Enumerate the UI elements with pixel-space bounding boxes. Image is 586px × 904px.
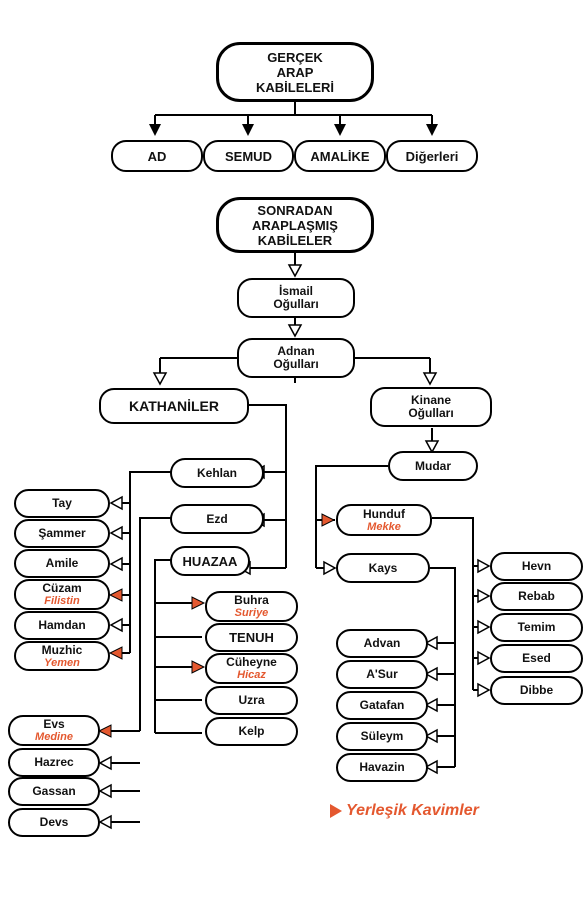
dibbe-node: Dibbe xyxy=(490,676,583,705)
sonradan-araplasmis-label: SONRADAN ARAPLAŞMIŞ KABİLELER xyxy=(252,202,338,248)
semud-node: SEMUD xyxy=(203,140,294,172)
hazrec-node: Hazrec xyxy=(8,748,100,777)
hamdan-label: Hamdan xyxy=(38,618,86,632)
legend: Yerleşik Kavimler xyxy=(330,802,479,820)
hevn-node: Hevn xyxy=(490,552,583,581)
kathaniler-label: KATHANİLER xyxy=(129,397,219,414)
evs-node: Evs Medine xyxy=(8,715,100,746)
hunduf-label: Hunduf xyxy=(363,506,405,521)
esed-label: Esed xyxy=(522,651,551,665)
cuheyne-label: Cüheyne xyxy=(226,655,277,669)
cuzam-label: Cüzam xyxy=(42,581,82,595)
legend-triangle-icon xyxy=(330,804,342,818)
sammer-label: Şammer xyxy=(38,526,86,540)
cuheyne-place-label: Hicaz xyxy=(237,669,266,681)
gatafan-label: Gatafan xyxy=(359,698,405,712)
uzra-node: Uzra xyxy=(205,686,298,715)
cuheyne-node: Cüheyne Hicaz xyxy=(205,653,298,684)
buhra-node: Buhra Suriye xyxy=(205,591,298,622)
tenuh-node: TENUH xyxy=(205,623,298,652)
adnan-ogullari-label: Adnan Oğulları xyxy=(273,344,319,371)
hunduf-node: Hunduf Mekke xyxy=(336,504,432,536)
rebab-node: Rebab xyxy=(490,582,583,611)
ad-label: AD xyxy=(147,148,167,164)
suleym-node: Süleym xyxy=(336,722,428,751)
hevn-label: Hevn xyxy=(521,559,552,573)
amile-label: Amile xyxy=(45,556,79,570)
kelp-node: Kelp xyxy=(205,717,298,746)
muzhic-place-label: Yemen xyxy=(44,656,80,669)
havazin-node: Havazin xyxy=(336,753,428,782)
gassan-label: Gassan xyxy=(32,784,76,798)
amile-node: Amile xyxy=(14,549,110,578)
semud-label: SEMUD xyxy=(225,148,272,164)
cuzam-node: Cüzam Filistin xyxy=(14,579,110,610)
devs-node: Devs xyxy=(8,808,100,837)
buhra-place-label: Suriye xyxy=(234,607,269,619)
ezd-node: Ezd xyxy=(170,504,264,534)
adnan-ogullari-node: Adnan Oğulları xyxy=(237,338,355,378)
asur-label: A'Sur xyxy=(366,667,398,681)
temim-node: Temim xyxy=(490,613,583,642)
uzra-label: Uzra xyxy=(238,693,265,707)
sammer-node: Şammer xyxy=(14,519,110,548)
kinane-ogullari-node: Kinane Oğulları xyxy=(370,387,492,427)
asur-node: A'Sur xyxy=(336,660,428,689)
kehlan-node: Kehlan xyxy=(170,458,264,488)
havazin-label: Havazin xyxy=(359,760,405,774)
cuzam-place-label: Filistin xyxy=(44,595,80,607)
kathaniler-node: KATHANİLER xyxy=(99,388,249,424)
esed-node: Esed xyxy=(490,644,583,673)
ismail-ogullari-node: İsmail Oğulları xyxy=(237,278,355,318)
kehlan-label: Kehlan xyxy=(196,465,237,480)
kays-label: Kays xyxy=(368,560,398,575)
gassan-node: Gassan xyxy=(8,777,100,806)
kelp-label: Kelp xyxy=(238,724,265,738)
advan-label: Advan xyxy=(363,636,401,650)
mudar-label: Mudar xyxy=(415,458,451,473)
amalike-node: AMALİKE xyxy=(294,140,386,172)
hunduf-place-label: Mekke xyxy=(367,520,401,533)
rebab-label: Rebab xyxy=(518,589,555,603)
suleym-label: Süleym xyxy=(360,729,404,743)
huzaa-node: HUAZAA xyxy=(170,546,250,576)
hazrec-label: Hazrec xyxy=(34,755,74,769)
tay-label: Tay xyxy=(52,496,72,510)
ismail-ogullari-label: İsmail Oğulları xyxy=(273,284,319,311)
muzhic-node: Muzhic Yemen xyxy=(14,641,110,671)
kinane-ogullari-label: Kinane Oğulları xyxy=(408,393,454,420)
buhra-label: Buhra xyxy=(234,593,269,607)
hamdan-node: Hamdan xyxy=(14,611,110,640)
tay-node: Tay xyxy=(14,489,110,518)
digerleri-label: Diğerleri xyxy=(405,148,459,164)
evs-place-label: Medine xyxy=(35,731,73,743)
dibbe-label: Dibbe xyxy=(519,683,554,697)
gercek-arap-kabileleri-node: GERÇEK ARAP KABİLELERİ xyxy=(216,42,374,102)
sonradan-araplasmis-node: SONRADAN ARAPLAŞMIŞ KABİLELER xyxy=(216,197,374,253)
mudar-node: Mudar xyxy=(388,451,478,481)
advan-node: Advan xyxy=(336,629,428,658)
evs-label: Evs xyxy=(43,717,65,731)
ad-node: AD xyxy=(111,140,203,172)
ezd-label: Ezd xyxy=(206,511,228,526)
amalike-label: AMALİKE xyxy=(310,148,370,164)
muzhic-label: Muzhic xyxy=(41,642,83,657)
devs-label: Devs xyxy=(39,815,69,829)
gercek-arap-kabileleri-label: GERÇEK ARAP KABİLELERİ xyxy=(256,49,334,95)
temim-label: Temim xyxy=(517,620,556,634)
digerleri-node: Diğerleri xyxy=(386,140,478,172)
gatafan-node: Gatafan xyxy=(336,691,428,720)
huzaa-label: HUAZAA xyxy=(182,553,238,569)
kays-node: Kays xyxy=(336,553,430,583)
tenuh-label: TENUH xyxy=(229,630,274,645)
legend-label: Yerleşik Kavimler xyxy=(346,802,479,819)
